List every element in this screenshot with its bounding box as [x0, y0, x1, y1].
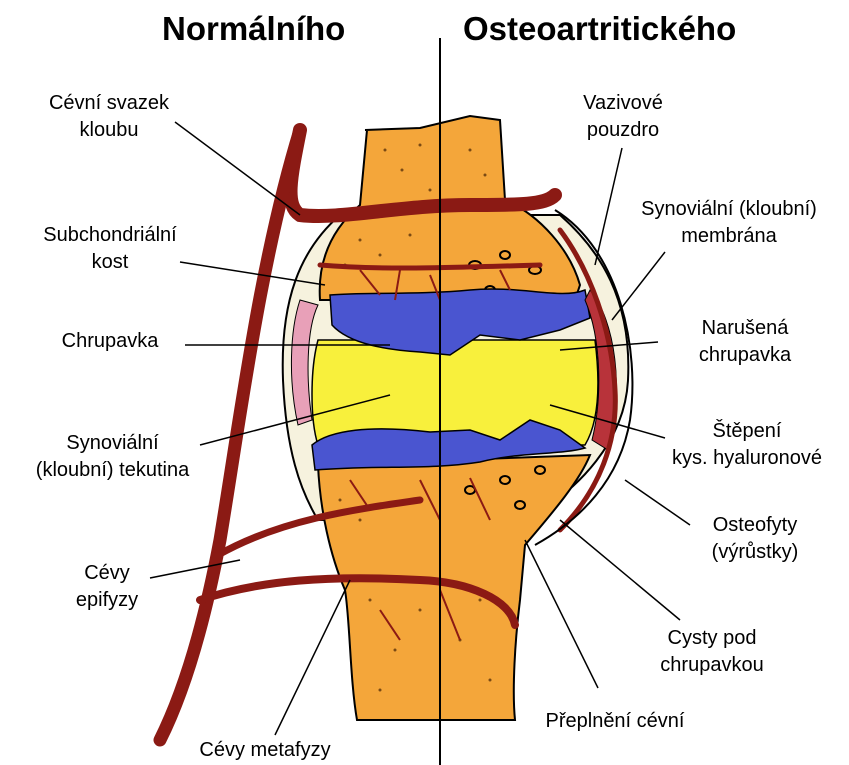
- title-normal: Normálního: [162, 10, 345, 48]
- label-cevy-metafyzy: Cévy metafyzy: [175, 737, 355, 764]
- label-preplneni: Přeplnění cévní: [520, 708, 710, 735]
- label-chrupavka: Chrupavka: [40, 328, 180, 355]
- title-osteoarthritic: Osteoartritického: [463, 10, 736, 48]
- label-synovialni-tekutina: Synoviální(kloubní) tekutina: [10, 430, 215, 484]
- label-synovialni-membrana: Synoviální (kloubní)membrána: [615, 196, 843, 250]
- label-osteofyty: Osteofyty(výrůstky): [690, 512, 820, 566]
